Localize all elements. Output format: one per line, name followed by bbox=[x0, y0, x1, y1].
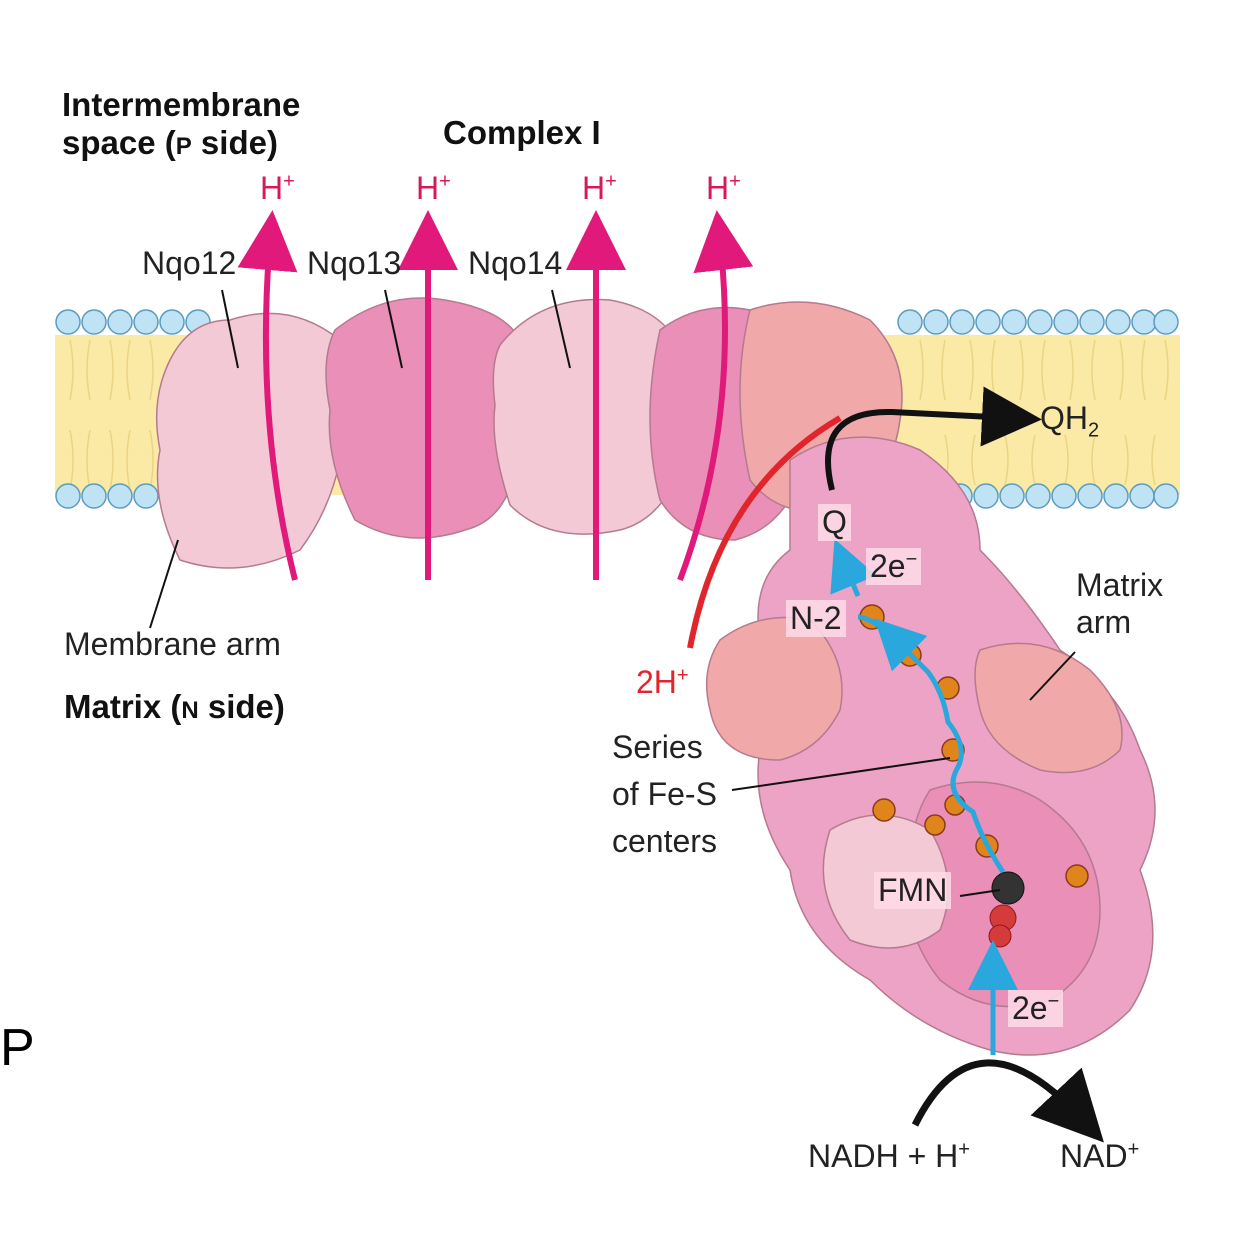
complex-title: Complex I bbox=[443, 114, 601, 151]
fe-s-line3: centers bbox=[612, 823, 717, 859]
proton-label-2: H+ bbox=[416, 170, 451, 207]
proton-arrow-1 bbox=[237, 210, 298, 581]
matrix-side-a: Matrix ( bbox=[64, 688, 182, 725]
fmn-label: FMN bbox=[874, 872, 952, 909]
nadh-text: NADH + H bbox=[808, 1138, 959, 1174]
qh2-arrow bbox=[825, 386, 1042, 491]
subunit-nqo12-shape bbox=[155, 312, 351, 569]
fe-s-line2: of Fe-S bbox=[612, 776, 717, 812]
proton-label-4: H+ bbox=[706, 170, 741, 207]
electron-pair-label-top: 2e− bbox=[866, 548, 922, 585]
two-proton-arrow bbox=[687, 415, 842, 649]
two-h-text: 2H bbox=[636, 664, 677, 700]
subunit-nqo13-label: Nqo13 bbox=[307, 245, 402, 281]
subunit-nqo14-label: Nqo14 bbox=[468, 245, 563, 281]
electron-charge: − bbox=[905, 548, 918, 571]
membrane-arm-label: Membrane arm bbox=[64, 626, 281, 662]
matrix-arm-label: Matrix arm bbox=[1076, 567, 1163, 641]
leader-lines bbox=[149, 289, 1076, 897]
proton-text: H bbox=[582, 170, 606, 206]
electron-arrow-q bbox=[830, 538, 877, 597]
qh2-subscript: 2 bbox=[1088, 419, 1100, 442]
proton-label-3: H+ bbox=[582, 170, 617, 207]
intermembrane-line2a: space ( bbox=[62, 124, 176, 161]
electron-pair-label-bottom: 2e− bbox=[1008, 990, 1064, 1027]
fe-s-line1: Series bbox=[612, 729, 703, 765]
matrix-side-label: Matrix (N side) bbox=[64, 688, 285, 726]
matrix-side-b: side) bbox=[198, 688, 285, 725]
lipid-tails bbox=[69, 339, 1169, 491]
electron-arrow-n2 bbox=[874, 618, 928, 672]
intermembrane-line2b: side) bbox=[191, 124, 278, 161]
proton-label-1: H+ bbox=[260, 170, 295, 207]
proton-text: H bbox=[416, 170, 440, 206]
fe-s-label: Series of Fe-S centers bbox=[612, 724, 717, 865]
nad-charge: + bbox=[1127, 1138, 1140, 1161]
two-h-charge: + bbox=[676, 664, 689, 687]
proton-text: H bbox=[260, 170, 284, 206]
proton-charge: + bbox=[605, 170, 617, 193]
two-proton-label: 2H+ bbox=[636, 664, 689, 701]
two-e-text: 2e bbox=[870, 548, 906, 584]
intermembrane-line1: Intermembrane bbox=[62, 86, 301, 123]
electron-charge: − bbox=[1047, 990, 1060, 1013]
subunit-nqo12-label: Nqo12 bbox=[142, 245, 237, 281]
nadh-arrow bbox=[911, 1059, 1104, 1143]
proton-text: H bbox=[706, 170, 730, 206]
proton-charge: + bbox=[729, 170, 741, 193]
lipid-headgroups-top bbox=[55, 309, 1179, 335]
nad-label: NAD+ bbox=[1060, 1138, 1139, 1175]
matrix-arm-protein bbox=[705, 436, 1156, 1056]
proton-charge: + bbox=[283, 170, 295, 193]
intermembrane-p: P bbox=[175, 133, 192, 160]
nadh-charge: + bbox=[958, 1138, 970, 1161]
matrix-arm-line1: Matrix bbox=[1076, 567, 1164, 603]
qh2-label: QH2 bbox=[1040, 400, 1099, 442]
proton-arrow-4 bbox=[677, 210, 754, 582]
q-site-label: Q bbox=[818, 504, 851, 541]
lipid-headgroups-bottom bbox=[55, 483, 1179, 509]
nad-text: NAD bbox=[1060, 1138, 1128, 1174]
intermembrane-label: Intermembrane space (P side) bbox=[62, 86, 300, 162]
proton-charge: + bbox=[439, 170, 451, 193]
membrane-arm-protein bbox=[155, 297, 903, 569]
proton-pumping-arrows bbox=[237, 210, 754, 582]
matrix-arm-line2: arm bbox=[1076, 604, 1132, 640]
qh2-text: QH bbox=[1040, 400, 1088, 436]
matrix-side-n: N bbox=[181, 697, 199, 724]
nadh-label: NADH + H+ bbox=[808, 1138, 970, 1175]
corner-letter: P bbox=[0, 1019, 35, 1077]
n2-label: N-2 bbox=[786, 600, 846, 637]
two-e-text: 2e bbox=[1012, 990, 1048, 1026]
